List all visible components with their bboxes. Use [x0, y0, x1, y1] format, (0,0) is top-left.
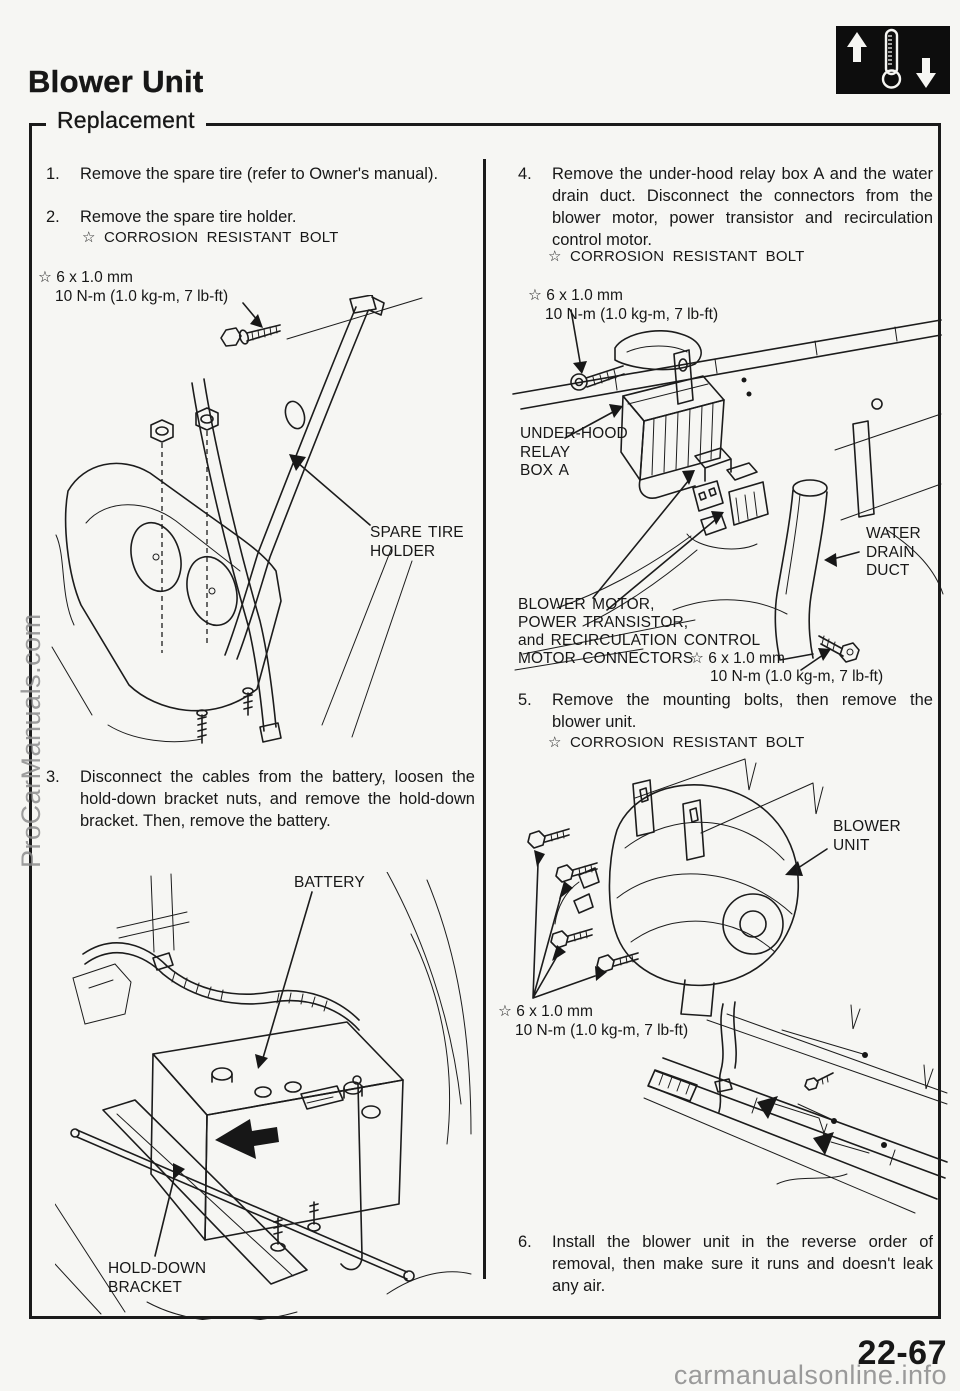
torque-size-inline: ☆ 6 x 1.0 mm: [690, 650, 785, 667]
water-drain-duct-label: WATER DRAIN DUCT: [866, 525, 921, 579]
step-number: 2.: [46, 208, 60, 226]
step-number: 5.: [518, 691, 532, 709]
torque-size: ☆ 6 x 1.0 mm: [498, 1003, 593, 1020]
torque-value: 10 N-m (1.0 kg-m, 7 lb-ft): [515, 1022, 689, 1039]
corrosion-bolt-note: ☆ CORROSION RESISTANT BOLT: [548, 734, 805, 751]
step-text: Install the blower unit in the reverse o…: [552, 1233, 933, 1295]
under-hood-relay-box-label: UNDER-HOOD RELAY BOX A: [520, 425, 628, 479]
step-5: 5. Remove the mounting bolts, then remov…: [518, 689, 933, 733]
step-1: 1. Remove the spare tire (refer to Owner…: [46, 163, 475, 185]
corrosion-bolt-note: ☆ CORROSION RESISTANT BOLT: [548, 248, 805, 265]
step-text: Disconnect the cables from the battery, …: [80, 768, 475, 830]
step-number: 1.: [46, 165, 60, 183]
torque-value: 10 N-m (1.0 kg-m, 7 lb-ft): [545, 306, 719, 323]
step-text: Remove the spare tire holder.: [80, 208, 297, 226]
torque-spec: ☆ 6 x 1.0 mm 10 N-m (1.0 kg-m, 7 lb-ft): [528, 286, 718, 324]
step-number: 6.: [518, 1233, 532, 1251]
figure-blower-unit: BLOWER UNIT: [495, 752, 950, 1235]
step-6: 6. Install the blower unit in the revers…: [518, 1231, 933, 1297]
torque-size: ☆ 6 x 1.0 mm: [38, 269, 133, 286]
replacement-section-box: [29, 123, 941, 1319]
figure-battery: BATTERY HOLD-DOWN BRACKET: [55, 872, 475, 1320]
torque-value: 10 N-m (1.0 kg-m, 7 lb-ft): [55, 288, 229, 305]
blower-unit-illustration: [527, 758, 948, 1214]
step-number: 3.: [46, 768, 60, 786]
corrosion-bolt-note: ☆ CORROSION RESISTANT BOLT: [82, 229, 339, 246]
spare-tire-holder-illustration: [51, 295, 423, 744]
step-3: 3. Disconnect the cables from the batter…: [46, 766, 475, 832]
torque-spec: ☆ 6 x 1.0 mm 10 N-m (1.0 kg-m, 7 lb-ft): [38, 268, 228, 306]
figure-relay-box: UNDER-HOOD RELAY BOX A WATER DRAIN DUCT …: [495, 308, 945, 693]
hold-down-bracket-label: HOLD-DOWN BRACKET: [108, 1260, 207, 1296]
down-arrow-icon: [916, 58, 936, 88]
page-number: 22-67: [857, 1334, 947, 1372]
up-arrow-icon: [847, 32, 867, 62]
column-divider: [483, 159, 486, 1279]
relay-box-illustration: [512, 309, 944, 671]
spare-tire-holder-label: SPARE TIRE HOLDER: [370, 524, 464, 560]
step-text: Remove the mounting bolts, then remove t…: [552, 691, 933, 731]
step-text: Remove the spare tire (refer to Owner's …: [80, 165, 439, 183]
battery-illustration: [55, 872, 472, 1320]
step-2: 2. Remove the spare tire holder.: [46, 206, 475, 228]
step-number: 4.: [518, 165, 532, 183]
torque-size: ☆ 6 x 1.0 mm: [528, 287, 623, 304]
step-4: 4. Remove the under-hood relay box A and…: [518, 163, 933, 251]
step-text: Remove the under-hood relay box A and th…: [552, 165, 933, 249]
bottom-watermark: carmanualsonline.info: [673, 1360, 947, 1390]
side-watermark: ProCarManuals.com: [16, 613, 46, 868]
battery-label: BATTERY: [294, 874, 365, 891]
figure-spare-tire-holder: SPARE TIRE HOLDER: [50, 295, 475, 765]
section-title: Replacement: [46, 107, 206, 134]
thermometer-arrows-icon: [836, 26, 950, 94]
temperature-icon: [836, 26, 950, 94]
thermometer-bulb: [881, 69, 902, 89]
torque-value-inline: 10 N-m (1.0 kg-m, 7 lb-ft): [710, 668, 884, 685]
thermometer-stem: [884, 28, 899, 76]
connectors-label: BLOWER MOTOR, POWER TRANSISTOR, and RECI…: [518, 596, 761, 667]
blower-unit-label: BLOWER UNIT: [833, 818, 901, 854]
page-title: Blower Unit: [28, 64, 204, 99]
torque-spec: ☆ 6 x 1.0 mm 10 N-m (1.0 kg-m, 7 lb-ft): [498, 1002, 688, 1040]
